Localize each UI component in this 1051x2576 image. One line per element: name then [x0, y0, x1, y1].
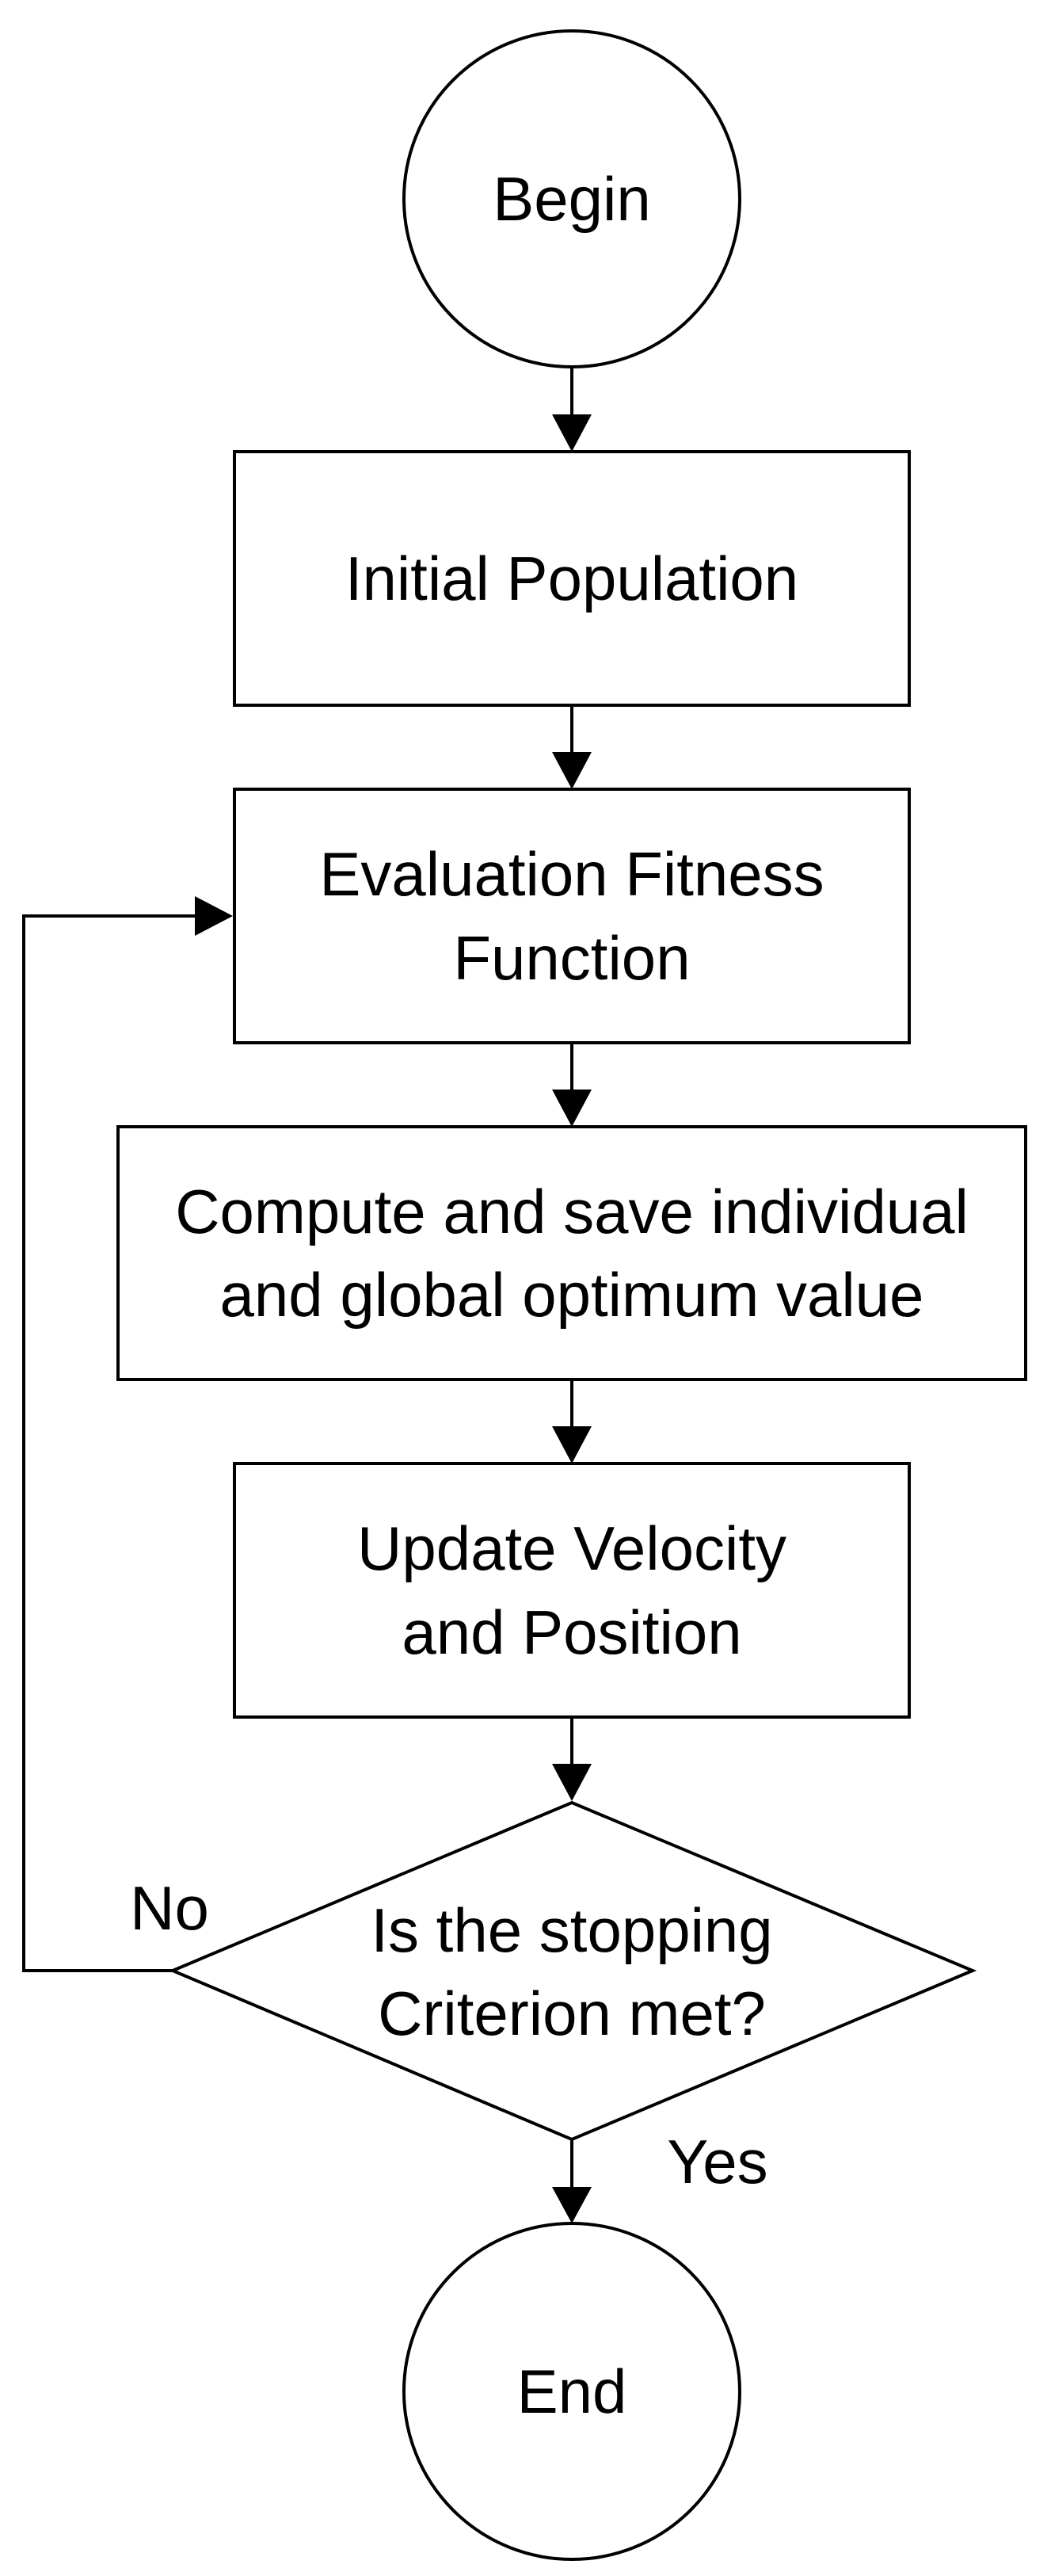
update-label-line2: and Position: [402, 1597, 741, 1667]
begin-node: Begin: [402, 29, 741, 368]
no-label: No: [130, 1873, 209, 1943]
connectors: [22, 367, 573, 2187]
decision-label-line1: Is the stopping: [371, 1895, 772, 1965]
end-label: End: [517, 2357, 627, 2426]
arrowhead-loop-evaluation: [195, 896, 233, 936]
evaluation-box: [233, 788, 911, 1044]
yes-label: Yes: [667, 2127, 767, 2196]
compute-label-line2: and global optimum value: [220, 1260, 924, 1330]
compute-label-line1: Compute and save individual: [175, 1177, 969, 1246]
arrowhead-initial: [552, 414, 592, 452]
update-box: [233, 1462, 911, 1719]
edge-no-loop: [22, 914, 204, 1972]
decision-label-line2: Criterion met?: [378, 1979, 766, 2048]
begin-label: Begin: [493, 164, 651, 234]
compute-node: Compute and save individual and global o…: [116, 1125, 1027, 1381]
arrowhead-end: [552, 2187, 592, 2223]
evaluation-node: Evaluation Fitness Function: [233, 788, 911, 1044]
decision-node: Is the stopping Criterion met?: [168, 1800, 977, 2142]
update-node: Update Velocity and Position: [233, 1462, 911, 1719]
arrowheads: [195, 414, 592, 2223]
decision-diamond: [168, 1800, 977, 2142]
begin-circle: [402, 29, 741, 368]
evaluation-label-line1: Evaluation Fitness: [319, 839, 824, 909]
initial-population-node: Initial Population: [233, 450, 911, 707]
compute-box: [116, 1125, 1027, 1381]
evaluation-label-line2: Function: [453, 923, 690, 993]
initial-population-label: Initial Population: [345, 544, 798, 613]
arrowhead-decision: [552, 1764, 592, 1801]
arrowhead-compute: [552, 1090, 592, 1127]
update-label-line1: Update Velocity: [357, 1513, 786, 1583]
end-circle: [402, 2222, 741, 2561]
end-node: End: [402, 2222, 741, 2561]
arrowhead-update: [552, 1426, 592, 1464]
arrowhead-evaluation: [552, 752, 592, 789]
initial-population-box: [233, 450, 911, 707]
